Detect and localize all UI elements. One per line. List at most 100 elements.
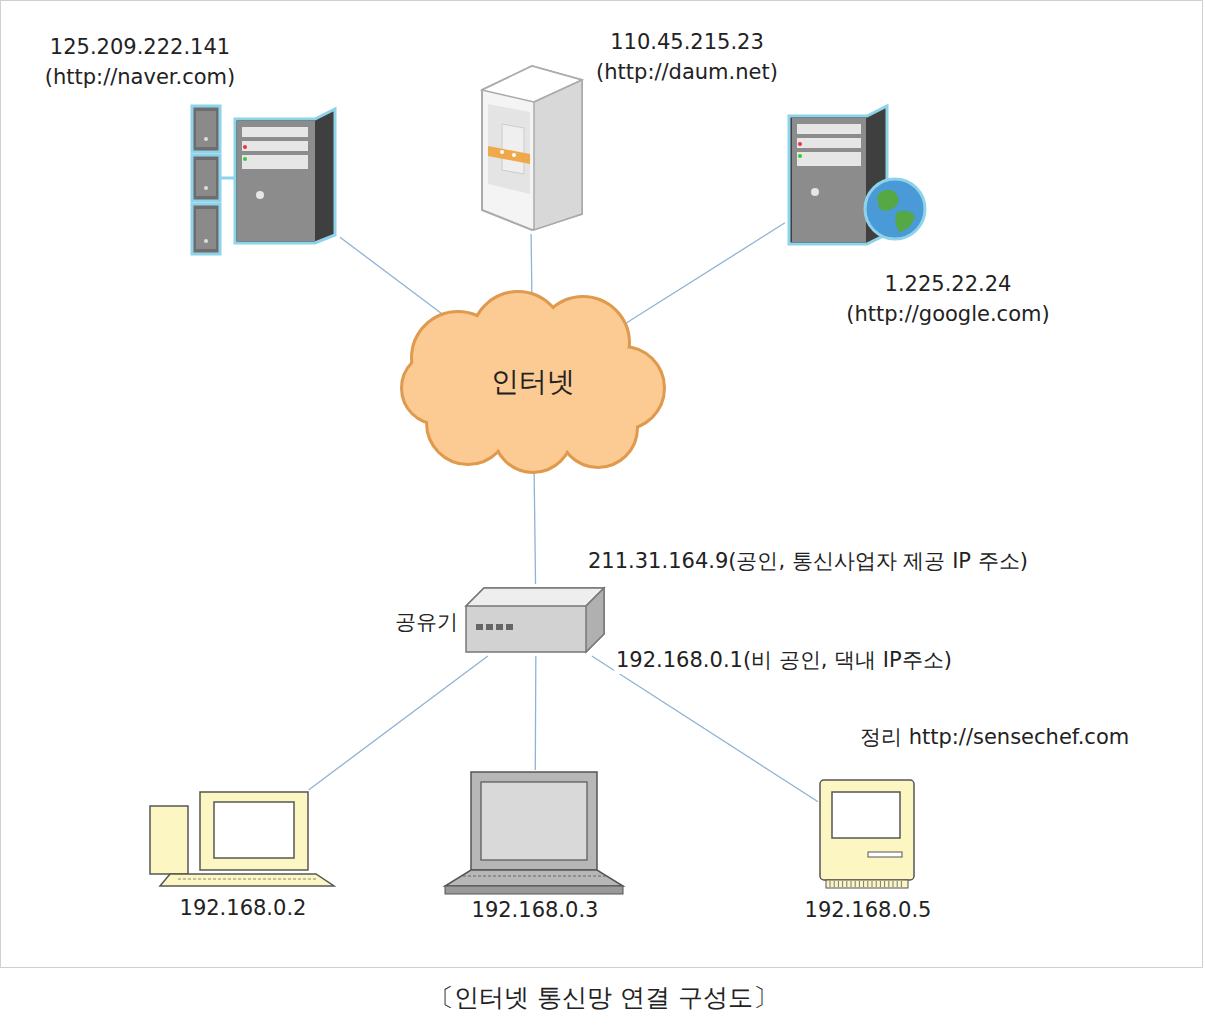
node-sublabel: (http://naver.com) (40, 63, 240, 92)
icon-shape (868, 852, 902, 857)
icon-shape (471, 772, 597, 870)
icon-shape (834, 881, 835, 887)
icon-shape (243, 145, 247, 149)
icon-shape (830, 881, 901, 887)
icon-shape (830, 881, 831, 887)
icon-shape (192, 155, 220, 201)
icon-shape (481, 782, 587, 860)
icon-shape (445, 870, 623, 886)
icon-shape (872, 881, 873, 887)
icon-shape (855, 881, 856, 887)
icon-shape (859, 881, 860, 887)
naver-icon (190, 103, 340, 259)
node-label: 192.168.0.2 (143, 894, 343, 923)
icon-shape (242, 141, 308, 151)
icon-shape (192, 106, 220, 152)
icon-shape (798, 154, 802, 158)
icon-shape (200, 792, 308, 870)
icon-shape (901, 881, 902, 887)
icon-shape (496, 624, 503, 630)
node-label: 인터넷 (398, 363, 668, 401)
icon-shape (204, 239, 208, 243)
icon-shape (242, 155, 308, 169)
icon-shape (506, 624, 513, 630)
icon-shape (192, 204, 220, 254)
icon-shape (820, 780, 914, 880)
icon-shape (586, 588, 604, 652)
icon-shape (488, 104, 530, 194)
icon-shape (534, 80, 582, 230)
icon-shape (150, 806, 188, 874)
icon-shape (256, 191, 264, 199)
icon-shape (196, 209, 216, 249)
network-link (534, 465, 536, 584)
icon-shape (486, 624, 493, 630)
icon-shape (242, 127, 308, 137)
icon-shape (235, 109, 335, 243)
network-link (309, 656, 488, 790)
icon-shape (500, 150, 504, 154)
daum-icon (472, 64, 588, 234)
icon-shape (876, 881, 877, 887)
icon-shape (196, 111, 216, 147)
mac-icon (818, 778, 918, 890)
icon-shape (842, 881, 843, 887)
icon-shape (466, 588, 604, 652)
icon-shape (880, 881, 881, 887)
node-sublabel: (http://google.com) (828, 300, 1068, 329)
icon-shape (838, 881, 839, 887)
icon-shape (476, 624, 483, 630)
icon-shape (214, 802, 294, 858)
icon-shape (884, 881, 885, 887)
desktop-icon (148, 790, 338, 888)
icon-shape (463, 876, 607, 877)
icon-shape (832, 792, 900, 838)
mac-pc: 192.168.0.5 (818, 778, 918, 890)
laptop-pc: 192.168.0.3 (443, 770, 627, 896)
icon-shape (466, 588, 604, 652)
icon-shape (488, 146, 530, 164)
node-label: 125.209.222.141 (40, 33, 240, 62)
icon-shape (826, 880, 908, 888)
icon-shape (867, 881, 868, 887)
icon-shape (877, 190, 899, 211)
icon-shape (851, 881, 852, 887)
icon-shape (196, 160, 216, 196)
icon-shape (220, 177, 235, 180)
node-label: 1.225.22.24 (828, 270, 1068, 299)
icon-shape (160, 874, 334, 886)
server-daum: 110.45.215.23(http://daum.net) (472, 64, 588, 234)
node-label: 192.168.0.3 (435, 896, 635, 925)
network-link (340, 237, 451, 320)
icon-shape (192, 106, 335, 254)
icon-shape (820, 780, 914, 888)
network-link (592, 656, 818, 802)
public-ip-note: 211.31.164.9(공인, 통신사업자 제공 IP 주소) (586, 548, 1030, 575)
network-link (535, 656, 537, 770)
router: 공유기 (466, 584, 606, 656)
icon-shape (243, 157, 247, 161)
node-sublabel: (http://daum.net) (572, 58, 802, 87)
frame-border (1, 1, 1203, 968)
server-naver: 125.209.222.141(http://naver.com) (190, 103, 340, 259)
icon-shape (466, 588, 604, 606)
icon-shape (237, 121, 315, 241)
internet-cloud: 인터넷 (398, 288, 668, 476)
icon-shape (204, 186, 208, 190)
google-icon (785, 104, 930, 250)
router-icon (466, 584, 606, 656)
laptop-icon (443, 770, 627, 896)
icon-shape (895, 211, 915, 232)
icon-shape (482, 66, 582, 230)
network-link (530, 234, 532, 299)
source-note: 정리 http://sensechef.com (858, 724, 1131, 751)
icon-shape (797, 152, 861, 166)
icon-shape (204, 137, 208, 141)
icon-shape (445, 772, 623, 894)
node-label: 192.168.0.5 (768, 896, 968, 925)
icon-shape (792, 118, 866, 242)
icon-shape (846, 881, 847, 887)
network-link (623, 223, 785, 325)
server-google: 1.225.22.24(http://google.com) (785, 104, 930, 250)
icon-shape (512, 153, 516, 157)
